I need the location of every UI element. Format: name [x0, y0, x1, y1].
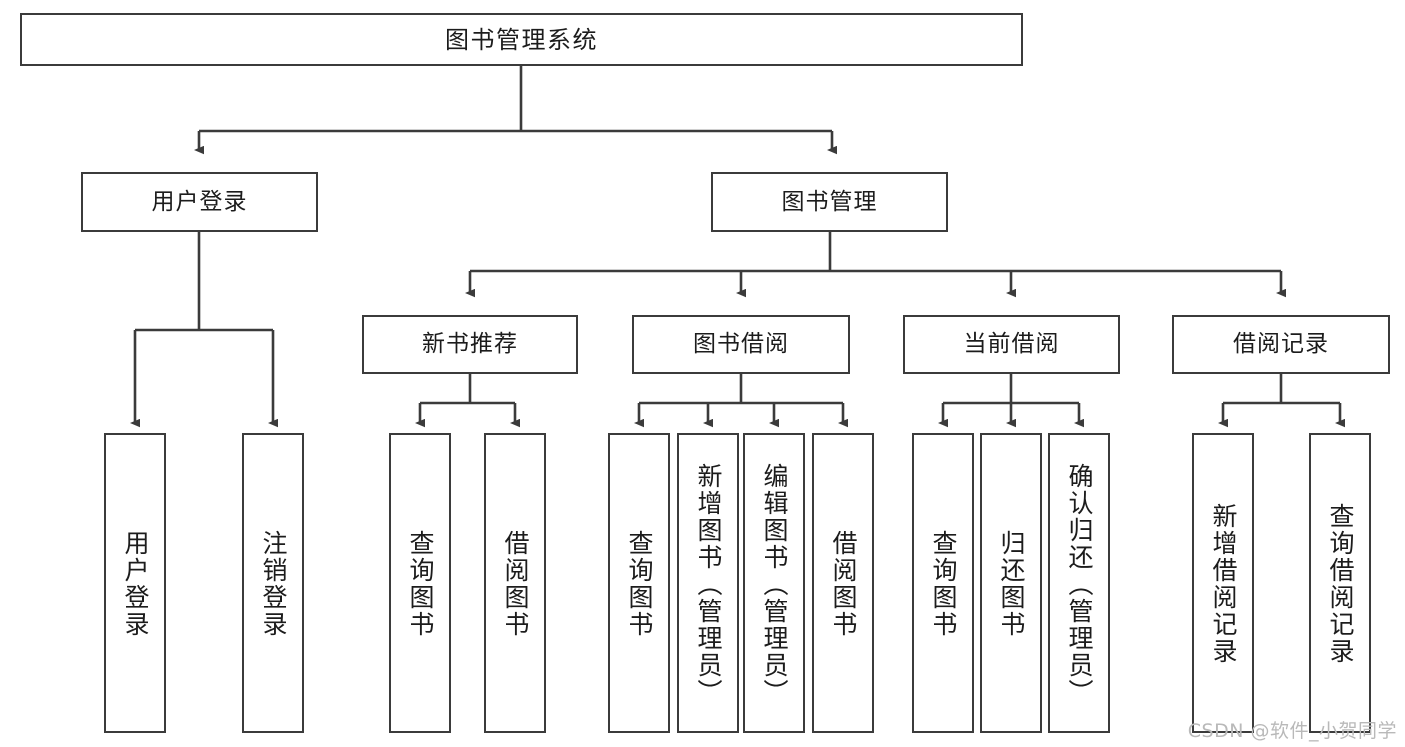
node-user-login-label: 用户登录 — [151, 188, 248, 215]
leaf-borrow-book-2[interactable]: 借阅图书 — [812, 433, 874, 733]
leaf-query-record[interactable]: 查询借阅记录 — [1309, 433, 1371, 733]
watermark: CSDN @软件_小贺同学 — [1187, 720, 1397, 742]
node-borrow-record[interactable]: 借阅记录 — [1172, 315, 1390, 374]
leaf-add-record[interactable]: 新增借阅记录 — [1192, 433, 1254, 733]
leaf-logout-label: 注销登录 — [259, 530, 288, 638]
node-new-book-recommend-label: 新书推荐 — [422, 331, 518, 357]
leaf-add-book[interactable]: 新增图书（管理员） — [677, 433, 739, 733]
leaf-borrow-book-2-label: 借阅图书 — [829, 530, 858, 638]
leaf-query-book-1-label: 查询图书 — [406, 530, 435, 638]
leaf-query-record-label: 查询借阅记录 — [1326, 503, 1355, 665]
leaf-edit-book[interactable]: 编辑图书（管理员） — [743, 433, 805, 733]
leaf-query-book-2-label: 查询图书 — [625, 530, 654, 638]
leaf-confirm-return-label: 确认归还（管理员） — [1065, 462, 1094, 706]
node-current-borrow[interactable]: 当前借阅 — [903, 315, 1120, 374]
leaf-logout[interactable]: 注销登录 — [242, 433, 304, 733]
node-book-management[interactable]: 图书管理 — [711, 172, 948, 232]
leaf-add-record-label: 新增借阅记录 — [1209, 503, 1238, 665]
leaf-return-book[interactable]: 归还图书 — [980, 433, 1042, 733]
leaf-return-book-label: 归还图书 — [997, 530, 1026, 638]
node-book-management-label: 图书管理 — [781, 188, 878, 215]
leaf-query-book-1[interactable]: 查询图书 — [389, 433, 451, 733]
node-book-borrow[interactable]: 图书借阅 — [632, 315, 850, 374]
leaf-query-book-3[interactable]: 查询图书 — [912, 433, 974, 733]
leaf-borrow-book-1[interactable]: 借阅图书 — [484, 433, 546, 733]
leaf-query-book-2[interactable]: 查询图书 — [608, 433, 670, 733]
node-root-label: 图书管理系统 — [445, 25, 598, 54]
leaf-edit-book-label: 编辑图书（管理员） — [760, 462, 789, 706]
leaf-user-login[interactable]: 用户登录 — [104, 433, 166, 733]
node-borrow-record-label: 借阅记录 — [1233, 331, 1329, 357]
node-new-book-recommend[interactable]: 新书推荐 — [362, 315, 578, 374]
leaf-query-book-3-label: 查询图书 — [929, 530, 958, 638]
leaf-user-login-label: 用户登录 — [121, 530, 150, 638]
leaf-add-book-label: 新增图书（管理员） — [694, 462, 723, 706]
node-current-borrow-label: 当前借阅 — [963, 331, 1060, 357]
leaf-confirm-return[interactable]: 确认归还（管理员） — [1048, 433, 1110, 733]
node-book-borrow-label: 图书借阅 — [693, 331, 789, 357]
leaf-borrow-book-1-label: 借阅图书 — [501, 530, 530, 638]
node-root[interactable]: 图书管理系统 — [20, 13, 1023, 66]
node-user-login[interactable]: 用户登录 — [81, 172, 318, 232]
